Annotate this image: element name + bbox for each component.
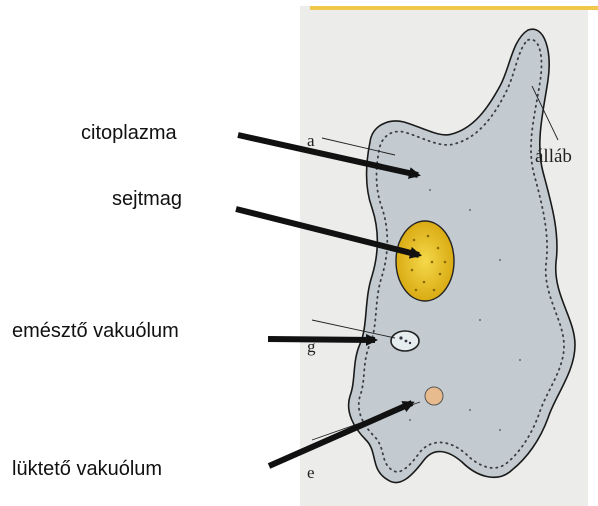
contractile-vacuole	[425, 387, 443, 405]
figure-top-stripe	[310, 6, 598, 10]
label-sejtmag: sejtmag	[112, 188, 182, 211]
figure-letter-e: e	[307, 463, 315, 482]
figure-letter-a: a	[307, 131, 315, 150]
label-emeszto-vakuolum: emésztő vakuólum	[12, 320, 179, 343]
figure-letter-allab: álláb	[535, 146, 572, 167]
label-citoplazma: citoplazma	[81, 122, 177, 145]
arrow-emeszto	[268, 339, 375, 340]
label-lukteto-vakuolum: lüktető vakuólum	[12, 458, 162, 481]
